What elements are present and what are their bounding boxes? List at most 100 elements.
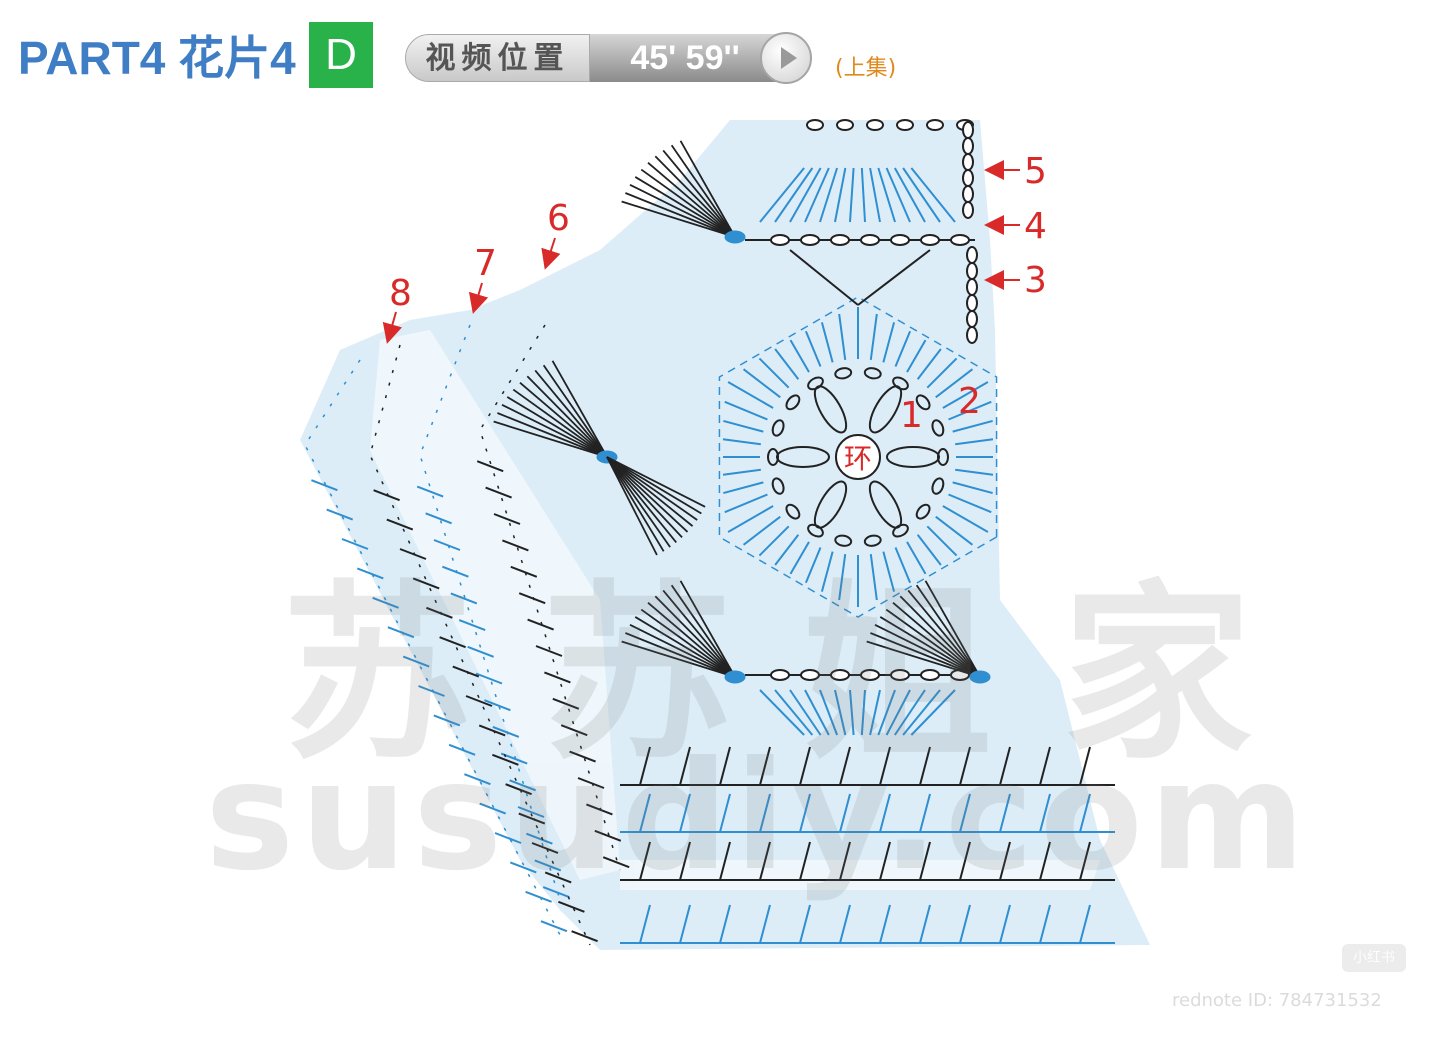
chain-stitch xyxy=(896,119,914,131)
page-title: PART4 花片4 xyxy=(18,32,296,84)
stitch-mark xyxy=(505,783,532,796)
treble-stitch xyxy=(870,632,981,678)
stitch-mark xyxy=(534,859,562,872)
stitch-mark xyxy=(569,750,596,763)
chain-stitch xyxy=(966,294,978,312)
rednote-logo: 小红书 xyxy=(1342,944,1406,972)
treble-stitch xyxy=(606,456,677,544)
double-crochet xyxy=(926,357,958,389)
stitch-mark xyxy=(879,904,891,944)
shaded-background xyxy=(300,120,1150,950)
stitch-mark xyxy=(387,626,415,639)
stitch-mark xyxy=(1079,746,1091,786)
double-crochet xyxy=(789,541,810,575)
chain-stitch xyxy=(863,367,882,380)
chain-stitch xyxy=(931,477,945,495)
chain-stitch xyxy=(830,234,850,246)
round-label-8: 8 xyxy=(389,273,412,314)
treble-stitch xyxy=(654,595,736,678)
stitch-mark xyxy=(341,538,369,550)
treble-stitch xyxy=(670,584,736,678)
chain-stitch xyxy=(785,503,801,520)
treble-stitch xyxy=(621,200,736,238)
chain-stitch xyxy=(800,669,820,681)
stitch-mark xyxy=(799,904,811,944)
joining-stitch xyxy=(724,670,746,684)
stitch-mark xyxy=(518,812,546,825)
double-crochet xyxy=(885,167,911,223)
treble-stitch xyxy=(625,192,736,238)
chain-stitch xyxy=(834,367,853,380)
double-crochet xyxy=(948,400,992,421)
round-2-outline xyxy=(718,296,998,618)
chain-stitch xyxy=(966,262,978,280)
double-crochet xyxy=(742,368,781,399)
stitch-mark xyxy=(679,841,691,881)
video-time: 45' 59'' xyxy=(590,34,780,82)
chain-stitch xyxy=(915,503,931,520)
treble-stitch xyxy=(497,412,608,458)
treble-stitch xyxy=(606,456,671,548)
white-inner-band xyxy=(370,330,1100,890)
treble-stitch xyxy=(512,388,608,458)
treble-stitch xyxy=(879,616,981,678)
stitch-mark xyxy=(544,671,571,684)
arrow-7-icon xyxy=(468,282,489,314)
arrow-6-icon xyxy=(541,237,561,270)
treble-stitch xyxy=(506,396,608,458)
chain-stitch xyxy=(770,669,790,681)
double-crochet xyxy=(838,313,847,360)
stitch-mark xyxy=(959,746,971,786)
double-crochet xyxy=(759,689,805,736)
stitch-mark xyxy=(439,636,466,649)
treble-stitch xyxy=(534,369,608,458)
play-icon[interactable] xyxy=(760,32,812,84)
stitch-mark xyxy=(552,697,580,710)
double-crochet xyxy=(849,167,855,223)
treble-stitch xyxy=(621,640,736,678)
double-crochet xyxy=(942,505,989,533)
double-crochet xyxy=(869,689,881,736)
treble-stitch xyxy=(634,176,736,238)
stitch-mark xyxy=(458,619,486,632)
round-label-4: 4 xyxy=(1024,206,1047,247)
stitch-rays xyxy=(493,140,994,736)
stitch-mark xyxy=(433,714,461,727)
stitch-mark xyxy=(1039,904,1051,944)
double-crochet xyxy=(774,348,800,380)
joining-stitch xyxy=(969,670,991,684)
part-badge: D xyxy=(309,22,373,88)
double-crochet xyxy=(902,167,941,223)
stitch-mark xyxy=(492,753,519,766)
treble-stitch xyxy=(606,456,683,539)
chain-stitch xyxy=(926,119,944,131)
stitch-mark xyxy=(679,793,691,833)
double-crochet xyxy=(942,381,989,409)
treble-stitch xyxy=(526,375,608,458)
double-crochet xyxy=(804,167,830,223)
double-crochet xyxy=(774,534,800,566)
stitch-mark xyxy=(399,548,427,560)
stitch-mark xyxy=(464,773,491,786)
stitch-mark xyxy=(586,803,613,816)
double-crochet xyxy=(723,481,764,495)
stitch-mark xyxy=(1079,793,1091,833)
treble-stitch xyxy=(662,589,736,678)
double-crochet xyxy=(910,167,956,223)
double-crochet xyxy=(774,167,814,223)
chain-stitch xyxy=(863,534,882,547)
double-crochet xyxy=(955,438,994,446)
stitch-mark xyxy=(426,606,453,619)
treble-stitch xyxy=(662,149,736,238)
round-label-3: 3 xyxy=(1024,260,1047,301)
treble-stitch xyxy=(542,364,608,458)
double-crochet xyxy=(877,167,896,223)
stitch-mark xyxy=(1039,793,1051,833)
double-crochet xyxy=(894,330,912,367)
stitch-mark xyxy=(999,904,1011,944)
chain-stitch xyxy=(866,119,884,131)
stitch-mark xyxy=(560,724,588,737)
treble-stitch xyxy=(670,144,736,238)
petal-cluster xyxy=(868,385,903,434)
stitch-mark xyxy=(386,518,414,531)
